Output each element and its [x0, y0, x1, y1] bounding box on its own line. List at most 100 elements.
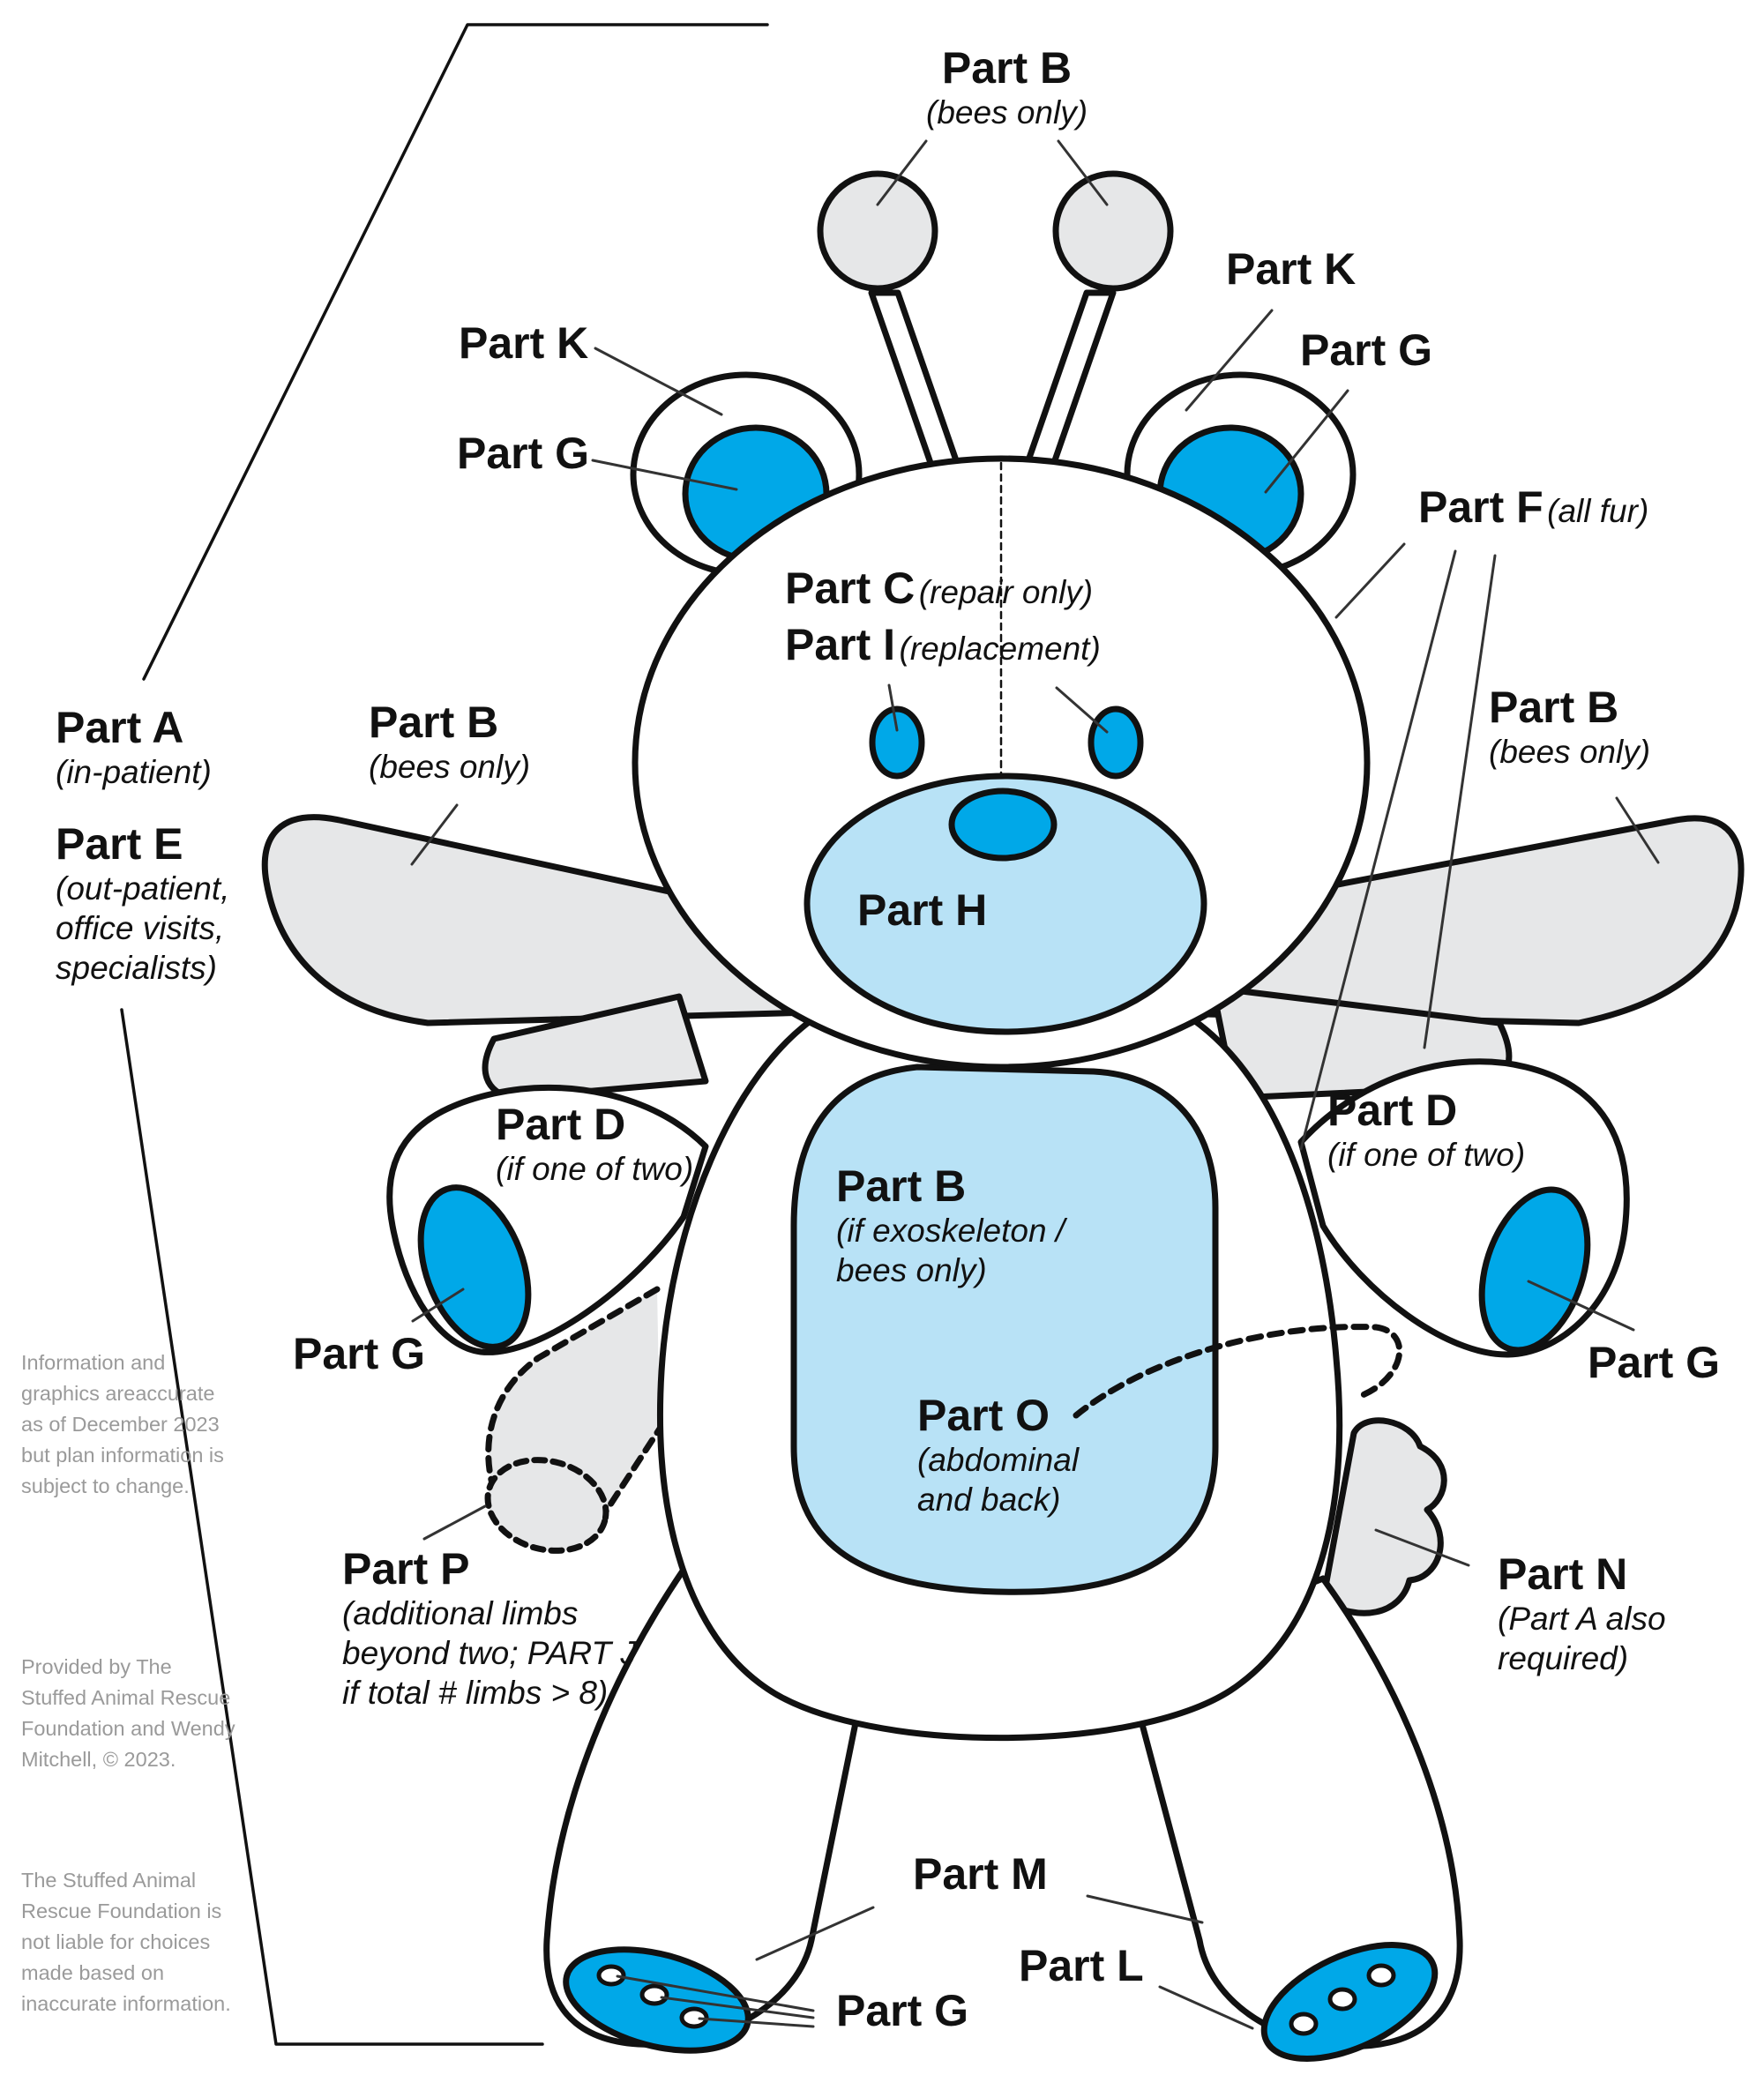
label-wing-b-right: Part B (bees only) [1489, 683, 1650, 772]
leader-paw-left [411, 1288, 465, 1323]
label-body-e: Part E (out-patient, office visits, spec… [56, 820, 229, 988]
label-note-line: required) [1498, 1640, 1629, 1677]
label-title: Part E [56, 819, 183, 869]
label-note-line: if total # limbs > 8) [342, 1675, 609, 1712]
label-paw-g-right: Part G [1588, 1339, 1720, 1387]
label-feet-l: Part L [1019, 1942, 1144, 1990]
label-snout-h: Part H [857, 886, 987, 935]
label-wing-b-left: Part B (bees only) [369, 698, 530, 787]
tail [1319, 1417, 1447, 1616]
leader-wing-right [1615, 796, 1660, 864]
leader-tail [1374, 1528, 1470, 1567]
label-note: (if one of two) [1327, 1137, 1526, 1173]
right-antenna-stalk [1018, 289, 1117, 484]
left-toe-1 [596, 1964, 626, 1987]
label-note: (all fur) [1547, 493, 1649, 529]
label-title: Part D [496, 1100, 626, 1149]
label-eyes-c: Part C (repair only) [785, 564, 1093, 613]
leader-leg-left [755, 1906, 875, 1961]
right-toe-2 [1327, 1987, 1357, 2012]
label-note-line: beyond two; PART J [342, 1635, 637, 1672]
leader-fur-3 [1423, 554, 1497, 1049]
label-ear-k-left: Part K [459, 319, 588, 368]
right-antenna-ball [1052, 170, 1174, 292]
label-note: (in-patient) [56, 754, 212, 790]
label-title: Part G [457, 429, 590, 478]
label-note: (repair only) [918, 574, 1094, 610]
label-note-line: (abdominal [917, 1442, 1080, 1478]
label-title: Part F [1418, 482, 1544, 532]
left-antenna-stalk [868, 289, 967, 484]
leader-antenna-right [1057, 139, 1109, 206]
leader-antenna-left [876, 139, 928, 206]
label-title: Part M [913, 1849, 1048, 1899]
leader-foot-g-2 [660, 1996, 815, 2019]
left-antenna-ball [817, 170, 938, 292]
leader-foot-g-3 [698, 2017, 815, 2028]
left-eye [869, 705, 925, 780]
label-body-a: Part A (in-patient) [56, 704, 212, 792]
part-a-e-bracket-lower [120, 1008, 544, 2046]
nose [948, 787, 1058, 862]
leader-ear-k-left [594, 347, 723, 416]
label-title: Part L [1019, 1941, 1144, 1990]
leader-fur-1 [1334, 542, 1406, 619]
left-lower-wing [482, 993, 709, 1101]
label-note: (if one of two) [496, 1151, 694, 1187]
leader-ear-g-left [591, 459, 738, 491]
label-note-line: (if exoskeleton / [836, 1213, 1065, 1249]
label-arm-d-right: Part D (if one of two) [1327, 1086, 1525, 1175]
leader-foot-g-1 [616, 1974, 815, 2012]
label-eyes-i: Part I (replacement) [785, 621, 1101, 669]
right-wing [1200, 815, 1745, 1026]
label-note: (bees only) [926, 94, 1088, 131]
disclaimer-credit: Provided by The Stuffed Animal Rescue Fo… [21, 1655, 235, 1771]
label-title: Part B [941, 43, 1073, 93]
label-title: Part N [1498, 1549, 1628, 1599]
right-paw-pad [1478, 1186, 1591, 1354]
abdomen-dashed-loop [1073, 1324, 1403, 1419]
label-title: Part B [369, 698, 499, 747]
left-wing [261, 814, 815, 1026]
label-title: Part I [785, 620, 896, 669]
label-fur-f: Part F (all fur) [1418, 483, 1648, 532]
label-note-line: office visits, [56, 910, 225, 947]
label-title: Part G [293, 1329, 426, 1378]
label-note-line: and back) [917, 1482, 1061, 1519]
label-note: (bees only) [369, 749, 531, 785]
leader-leg-right [1086, 1894, 1204, 1924]
belly-patch [790, 1064, 1219, 1595]
label-note: (bees only) [1489, 734, 1651, 770]
label-note-line: specialists) [56, 950, 217, 987]
left-toe-3 [679, 2006, 709, 2029]
label-note-line: bees only) [836, 1252, 987, 1289]
label-title: Part O [917, 1391, 1050, 1440]
leader-fur-2 [1299, 549, 1457, 1151]
label-title: Part G [1588, 1338, 1721, 1387]
label-abdomen-o: Part O (abdominal and back) [917, 1392, 1079, 1519]
leader-paw-right [1527, 1280, 1635, 1332]
label-note-line: (additional limbs [342, 1595, 579, 1631]
disclaimer-accuracy: Information and graphics areaccurate as … [21, 1351, 224, 1497]
right-toe-1 [1289, 2012, 1319, 2036]
label-title: Part G [836, 1986, 969, 2035]
leader-ear-g-right [1264, 389, 1349, 494]
label-title: Part P [342, 1544, 470, 1594]
label-note: (replacement) [899, 631, 1101, 667]
label-legs-m: Part M [913, 1850, 1048, 1899]
label-title: Part K [1226, 244, 1357, 294]
label-note-line: (out-patient, [56, 870, 230, 907]
label-title: Part D [1327, 1086, 1458, 1135]
label-antenna-b: Part B (bees only) [926, 44, 1088, 132]
label-note-line: (Part A also [1498, 1601, 1666, 1637]
label-paw-g-left: Part G [293, 1330, 425, 1378]
left-paw-pad [417, 1184, 532, 1350]
disclaimer-liability: The Stuffed Animal Rescue Foundation is … [21, 1869, 231, 2015]
label-tail-n: Part N (Part A also required) [1498, 1550, 1666, 1678]
label-title: Part K [459, 318, 589, 368]
label-belly-b: Part B (if exoskeleton / bees only) [836, 1162, 1065, 1290]
label-title: Part C [785, 564, 916, 613]
label-title: Part G [1300, 325, 1433, 375]
label-ear-k-right: Part K [1226, 245, 1356, 294]
